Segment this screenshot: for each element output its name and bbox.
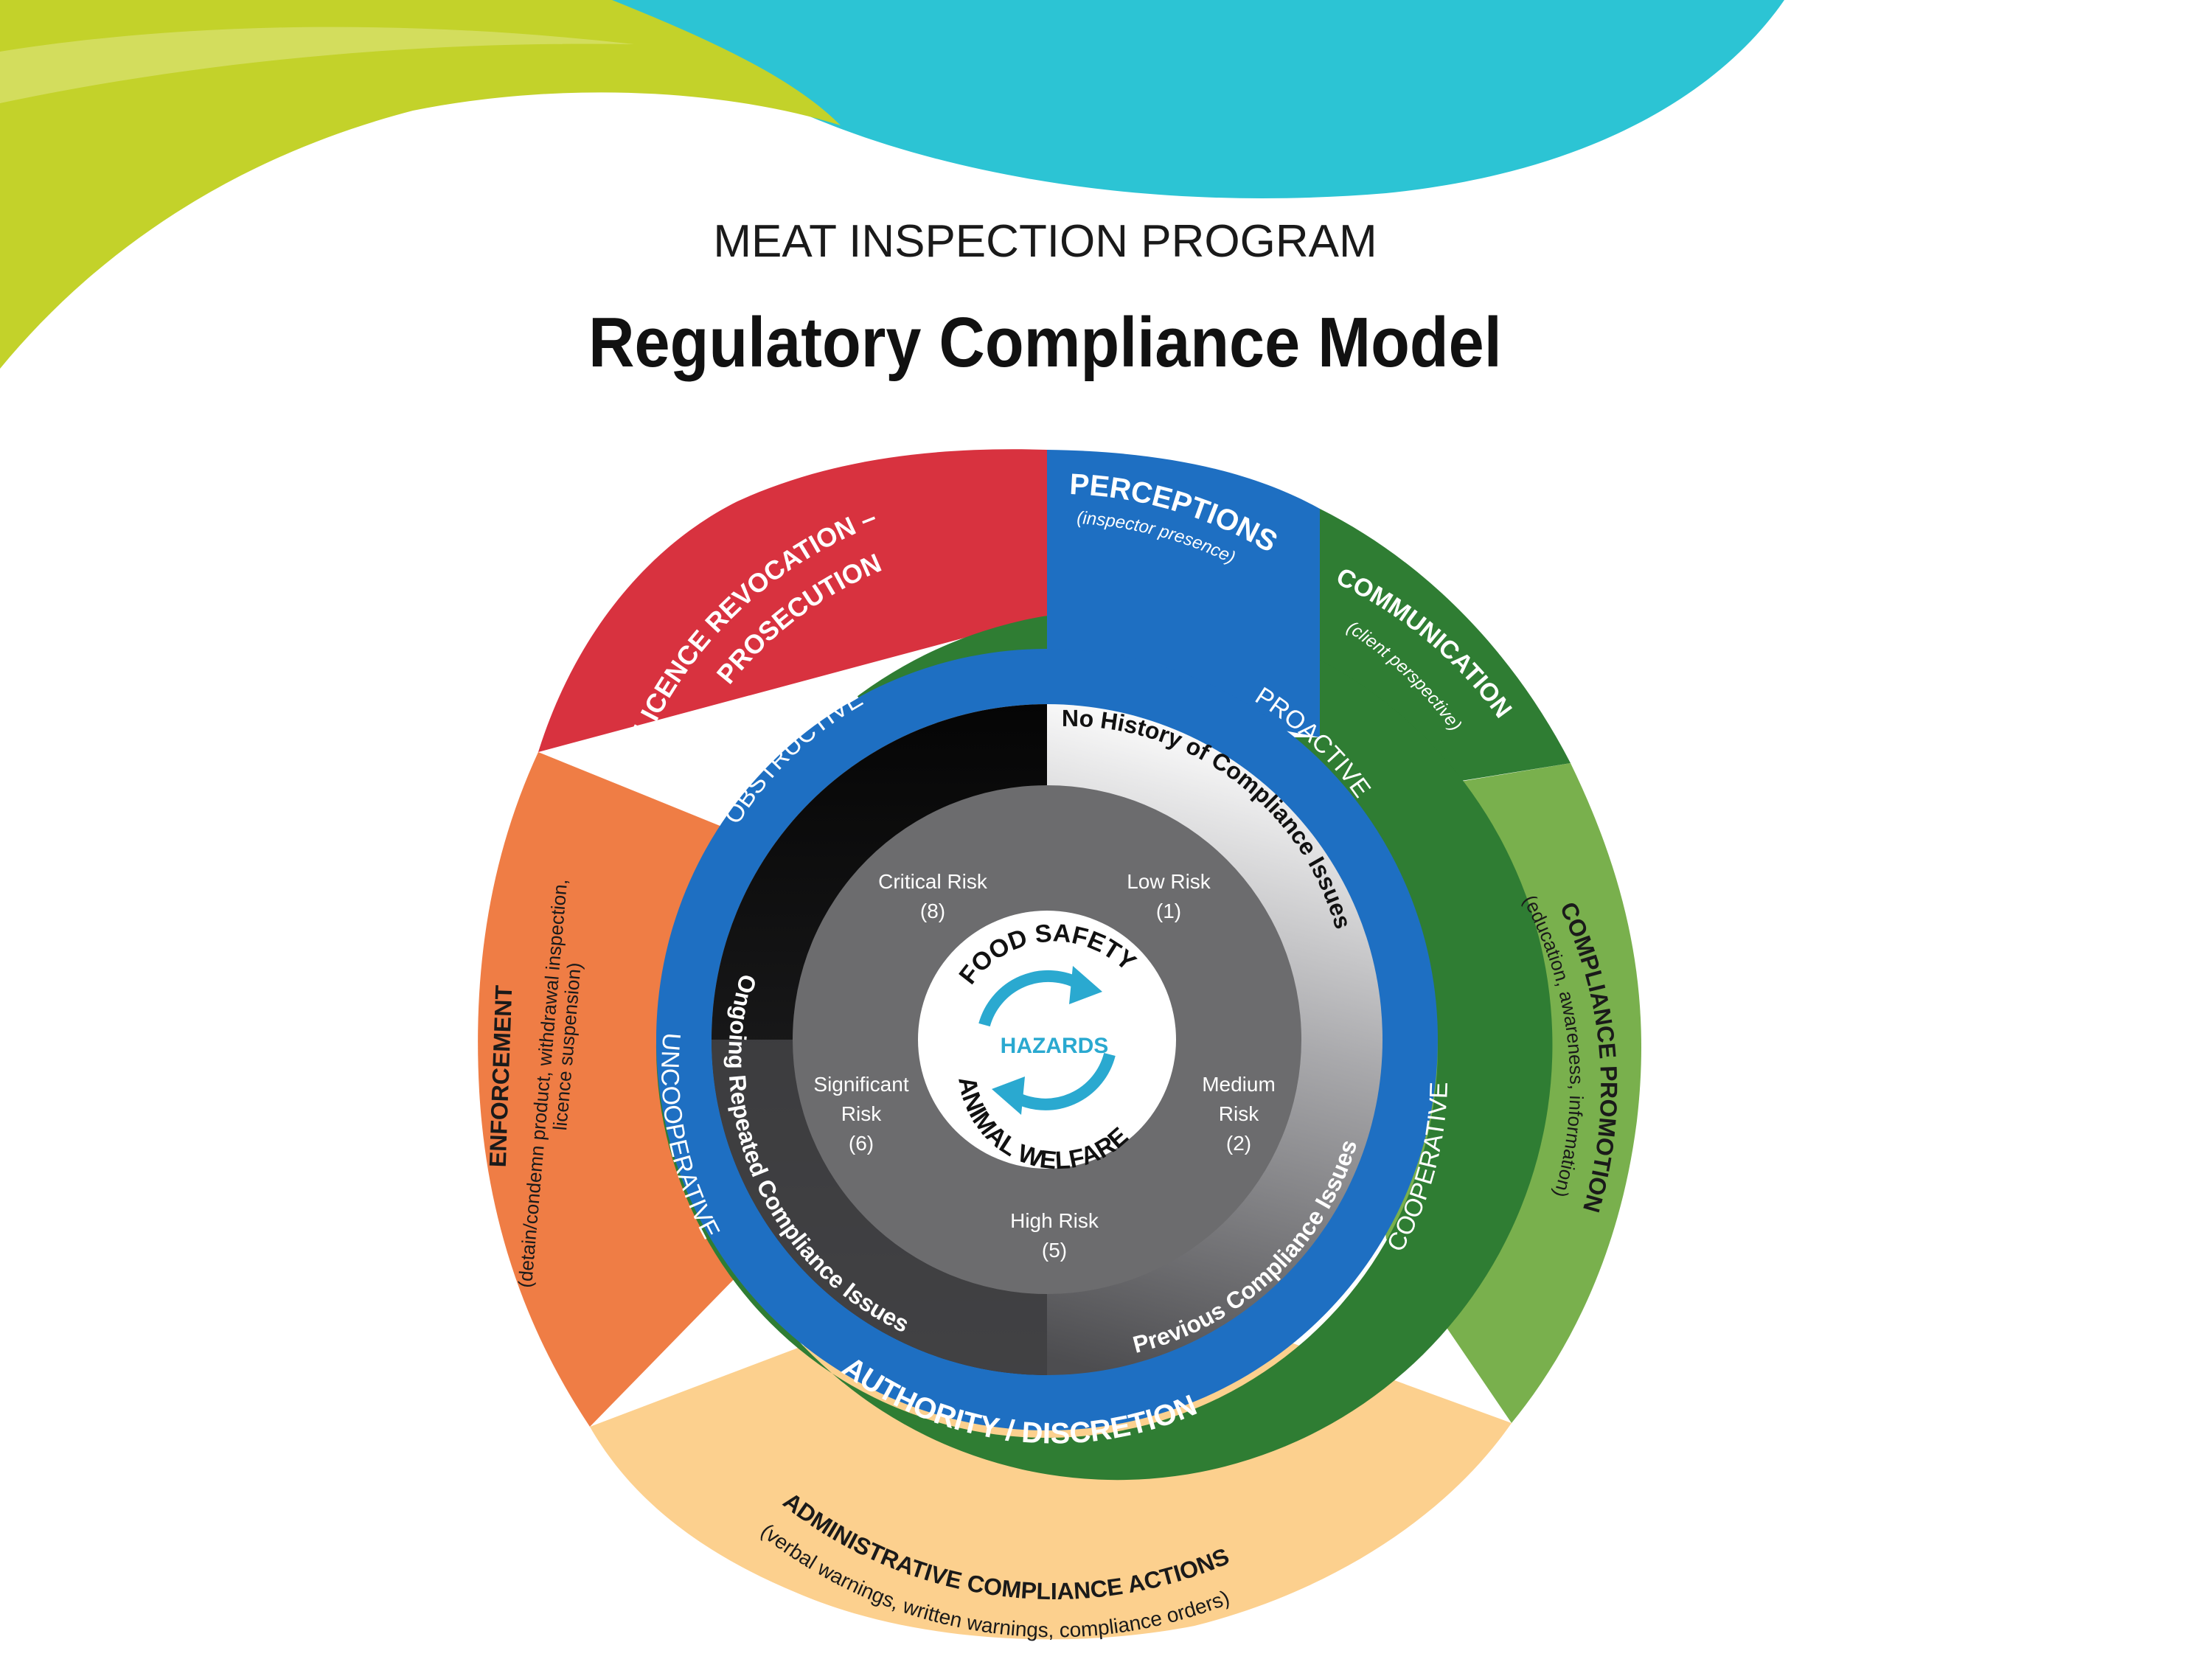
significant-risk-score: (6)	[849, 1132, 874, 1155]
cycle-arrow-bottom-icon	[1011, 1052, 1116, 1110]
low-risk-score: (1)	[1156, 900, 1181, 922]
cycle-arrowhead-bottom-icon	[992, 1077, 1025, 1115]
low-risk-label: Low Risk	[1127, 870, 1211, 893]
medium-risk-label-2: Risk	[1219, 1102, 1259, 1125]
cycle-arrowhead-top-icon	[1069, 966, 1102, 1004]
medium-risk-score: (2)	[1226, 1132, 1251, 1155]
high-risk-label: High Risk	[1010, 1209, 1099, 1232]
cycle-arrow-top-icon	[978, 970, 1083, 1027]
high-risk-score: (5)	[1042, 1239, 1067, 1262]
hazards-label: HAZARDS	[1001, 1034, 1109, 1058]
teal-wave	[560, 0, 1784, 198]
critical-risk-label: Critical Risk	[878, 870, 988, 893]
enforcement-label: ENFORCEMENT	[484, 984, 518, 1168]
significant-risk-label-2: Risk	[841, 1102, 882, 1125]
significant-risk-label-1: Significant	[813, 1073, 908, 1096]
medium-risk-label-1: Medium	[1202, 1073, 1276, 1096]
page-title: Regulatory Compliance Model	[588, 303, 1502, 382]
licence-revocation-segment	[538, 449, 1047, 752]
critical-risk-score: (8)	[920, 900, 945, 922]
lime-wave-highlight	[0, 27, 634, 103]
lime-wave	[0, 0, 841, 369]
center-disc	[918, 911, 1176, 1169]
program-subtitle: MEAT INSPECTION PROGRAM	[713, 216, 1377, 267]
